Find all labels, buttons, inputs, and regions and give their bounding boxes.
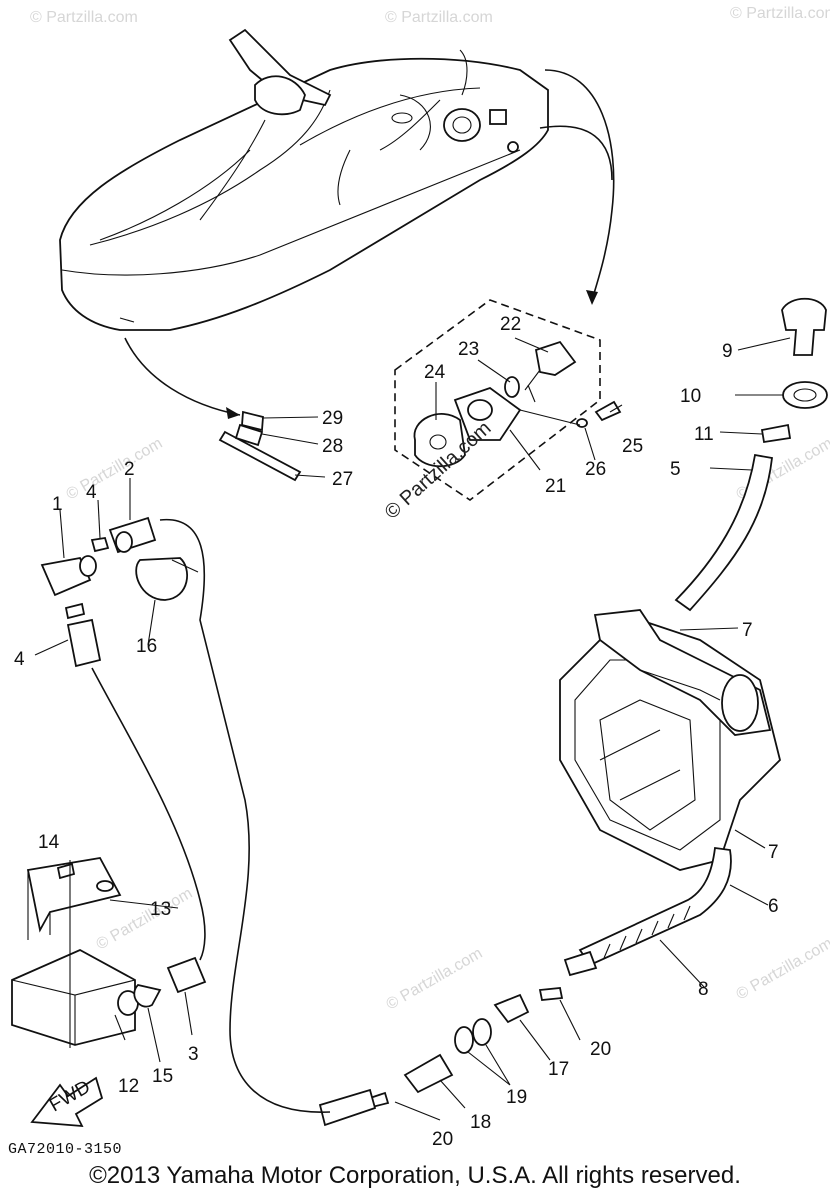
arrow-head [226,407,240,419]
callout-23: 23 [458,339,479,360]
callout-5: 5 [670,459,681,480]
callout-3: 3 [188,1044,199,1065]
cap-and-hose [674,297,828,612]
callout-20: 20 [432,1129,453,1150]
watermark-text: © Partzilla.com [385,9,493,26]
exploded-view-box [394,299,601,501]
callout-9: 9 [722,341,733,362]
left-fittings [40,516,331,1113]
pointer-arrow [124,337,241,416]
tube [159,518,331,1113]
callout-8: 8 [698,979,709,1000]
forward-direction-indicator: FWD [30,1077,104,1128]
flex-hose [563,846,732,977]
watermark-text: © Partzilla.com [64,435,166,504]
bottom-fittings [318,987,564,1127]
callout-1: 1 [52,494,63,515]
callout-11: 11 [694,424,714,445]
watermark-text: © Partzilla.com [384,945,486,1014]
callout-29: 29 [322,408,343,429]
callout-26: 26 [585,459,606,480]
callout-17: 17 [548,1059,569,1080]
arrow-head [586,290,598,305]
tube [91,667,206,961]
lower-left-components [11,857,207,1046]
callout-4: 4 [86,482,97,503]
callout-21: 21 [545,476,566,497]
callout-7: 7 [768,842,779,863]
watercraft-hull [59,28,549,331]
callout-25: 25 [622,436,643,457]
callout-19: 19 [506,1087,527,1108]
callout-2: 2 [124,459,135,480]
clamp-plate-assembly [218,410,302,482]
callout-14: 14 [38,832,60,853]
callout-labels: 1 2 3 4 4 5 6 7 7 8 9 10 11 12 13 14 15 … [14,314,779,1150]
watermark-text: © Partzilla.com [730,5,830,22]
callout-6: 6 [768,896,779,917]
leader-lines [34,337,791,1121]
thru-hull-fitting-assembly [413,340,622,468]
watermark-text: © Partzilla.com [734,935,830,1004]
watermark-text: © Partzilla.com [30,9,138,26]
pointer-line [539,125,613,181]
callout-20: 20 [590,1039,611,1060]
callout-13: 13 [150,899,171,920]
jet-pump-housing [559,609,781,871]
drawing-code: GA72010-3150 [8,1141,123,1158]
callout-22: 22 [500,314,521,335]
callout-7: 7 [742,620,753,641]
callout-15: 15 [152,1066,173,1087]
callout-4: 4 [14,649,25,670]
copyright-notice: ©2013 Yamaha Motor Corporation, U.S.A. A… [89,1162,741,1189]
callout-10: 10 [680,386,701,407]
pointer-arrow [544,69,615,301]
callout-16: 16 [136,636,157,657]
callout-27: 27 [332,469,353,490]
callout-28: 28 [322,436,343,457]
callout-12: 12 [118,1076,139,1097]
callout-18: 18 [470,1112,491,1133]
callout-24: 24 [424,362,446,383]
